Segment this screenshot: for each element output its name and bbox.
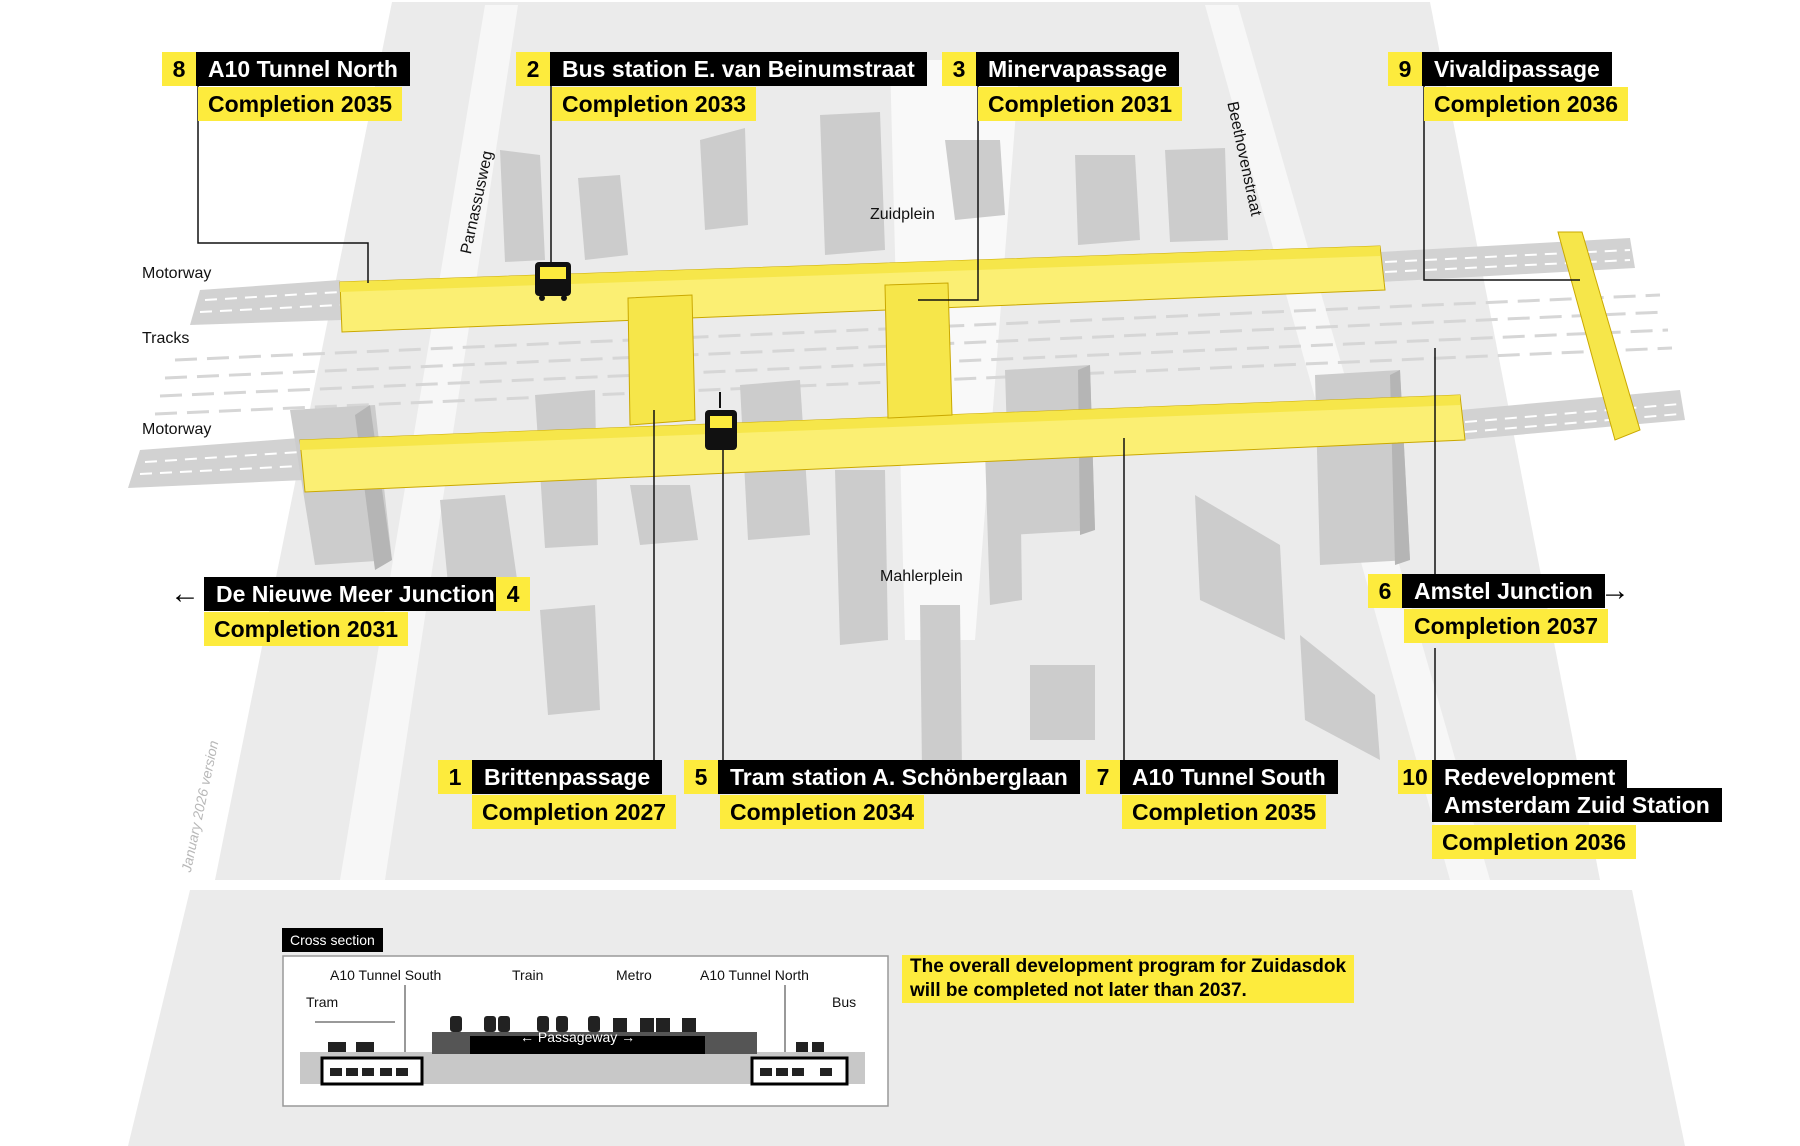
motorway-top-label: Motorway bbox=[142, 265, 212, 282]
building bbox=[945, 140, 1005, 220]
building bbox=[578, 175, 628, 260]
project-5-number: 5 bbox=[684, 760, 718, 794]
project-7-number: 7 bbox=[1086, 760, 1120, 794]
project-1-name: Brittenpassage bbox=[472, 760, 663, 794]
project-1-completion: Completion 2027 bbox=[472, 795, 677, 829]
motorway-bottom-band bbox=[128, 438, 305, 488]
building bbox=[1300, 635, 1380, 760]
project-3-number: 3 bbox=[942, 52, 976, 86]
project-4-number: 4 bbox=[496, 577, 530, 611]
tracks-label: Tracks bbox=[142, 330, 190, 347]
project-2-completion: Completion 2033 bbox=[552, 87, 757, 121]
building bbox=[920, 605, 962, 770]
a10-tunnel-north-top bbox=[340, 246, 1380, 292]
leader-9 bbox=[1423, 86, 1580, 281]
cs-tram-label: Tram bbox=[306, 994, 339, 1010]
project-8-number: 8 bbox=[162, 52, 196, 86]
project-6-name: Amstel Junction bbox=[1402, 574, 1605, 608]
mahlerplein-label: Mahlerplein bbox=[880, 568, 963, 585]
project-2-name: Bus station E. van Beinumstraat bbox=[550, 52, 927, 86]
project-2-number: 2 bbox=[516, 52, 550, 86]
building bbox=[1030, 665, 1095, 740]
building bbox=[630, 485, 698, 545]
cs-passage bbox=[470, 1036, 705, 1054]
tram-icon bbox=[705, 392, 737, 450]
project-9-completion: Completion 2036 bbox=[1424, 87, 1629, 121]
zuidplein-label: Zuidplein bbox=[870, 206, 935, 223]
project-4-name: De Nieuwe Meer Junction bbox=[204, 577, 507, 611]
brittenpassage bbox=[627, 294, 696, 426]
leader-3 bbox=[918, 86, 979, 301]
leader-8 bbox=[197, 86, 369, 283]
building bbox=[700, 128, 748, 230]
arrow-right-icon: → bbox=[1600, 574, 1630, 607]
building bbox=[1075, 155, 1140, 245]
minervapassage bbox=[884, 282, 953, 419]
cross-section-tag: Cross section bbox=[282, 928, 383, 952]
vivaldipassage bbox=[1557, 231, 1641, 441]
project-6-completion: Completion 2037 bbox=[1404, 609, 1609, 643]
project-1-number: 1 bbox=[438, 760, 472, 794]
building bbox=[1195, 495, 1285, 640]
cs-bus-label: Bus bbox=[832, 994, 857, 1010]
building bbox=[835, 470, 888, 645]
project-9-number: 9 bbox=[1388, 52, 1422, 86]
project-9-name: Vivaldipassage bbox=[1422, 52, 1612, 86]
note-line-1: The overall development program for Zuid… bbox=[910, 956, 1347, 977]
cs-passageway-label: ← Passageway → bbox=[520, 1029, 636, 1045]
building bbox=[820, 112, 885, 255]
project-4-completion: Completion 2031 bbox=[204, 612, 409, 646]
arrow-left-icon: ← bbox=[170, 577, 200, 610]
project-6-number: 6 bbox=[1368, 574, 1402, 608]
project-3-completion: Completion 2031 bbox=[978, 87, 1183, 121]
cs-a10-north-label: A10 Tunnel North bbox=[700, 967, 809, 983]
building bbox=[540, 605, 600, 715]
project-10-number: 10 bbox=[1398, 760, 1432, 794]
project-10-name-line2: Amsterdam Zuid Station bbox=[1432, 788, 1722, 822]
completion-note: The overall development program for Zuid… bbox=[902, 955, 1355, 1003]
project-8-completion: Completion 2035 bbox=[198, 87, 403, 121]
project-5-name: Tram station A. Schönberglaan bbox=[718, 760, 1080, 794]
project-3-name: Minervapassage bbox=[976, 52, 1179, 86]
project-5-completion: Completion 2034 bbox=[720, 795, 925, 829]
note-line-2: will be completed not later than 2037. bbox=[910, 980, 1247, 1001]
project-10-completion: Completion 2036 bbox=[1432, 825, 1637, 859]
building bbox=[1165, 148, 1228, 242]
bus-icon bbox=[535, 262, 571, 301]
project-8-name: A10 Tunnel North bbox=[196, 52, 410, 86]
building bbox=[500, 150, 545, 262]
cs-train-label: Train bbox=[512, 967, 544, 983]
a10-tunnel-south-top bbox=[300, 395, 1460, 450]
project-7-completion: Completion 2035 bbox=[1122, 795, 1327, 829]
project-7-name: A10 Tunnel South bbox=[1120, 760, 1338, 794]
motorway-top-band bbox=[190, 280, 342, 325]
motorway-bottom-label: Motorway bbox=[142, 421, 212, 438]
cs-metro-label: Metro bbox=[616, 967, 652, 983]
cs-a10-south-label: A10 Tunnel South bbox=[330, 967, 442, 983]
